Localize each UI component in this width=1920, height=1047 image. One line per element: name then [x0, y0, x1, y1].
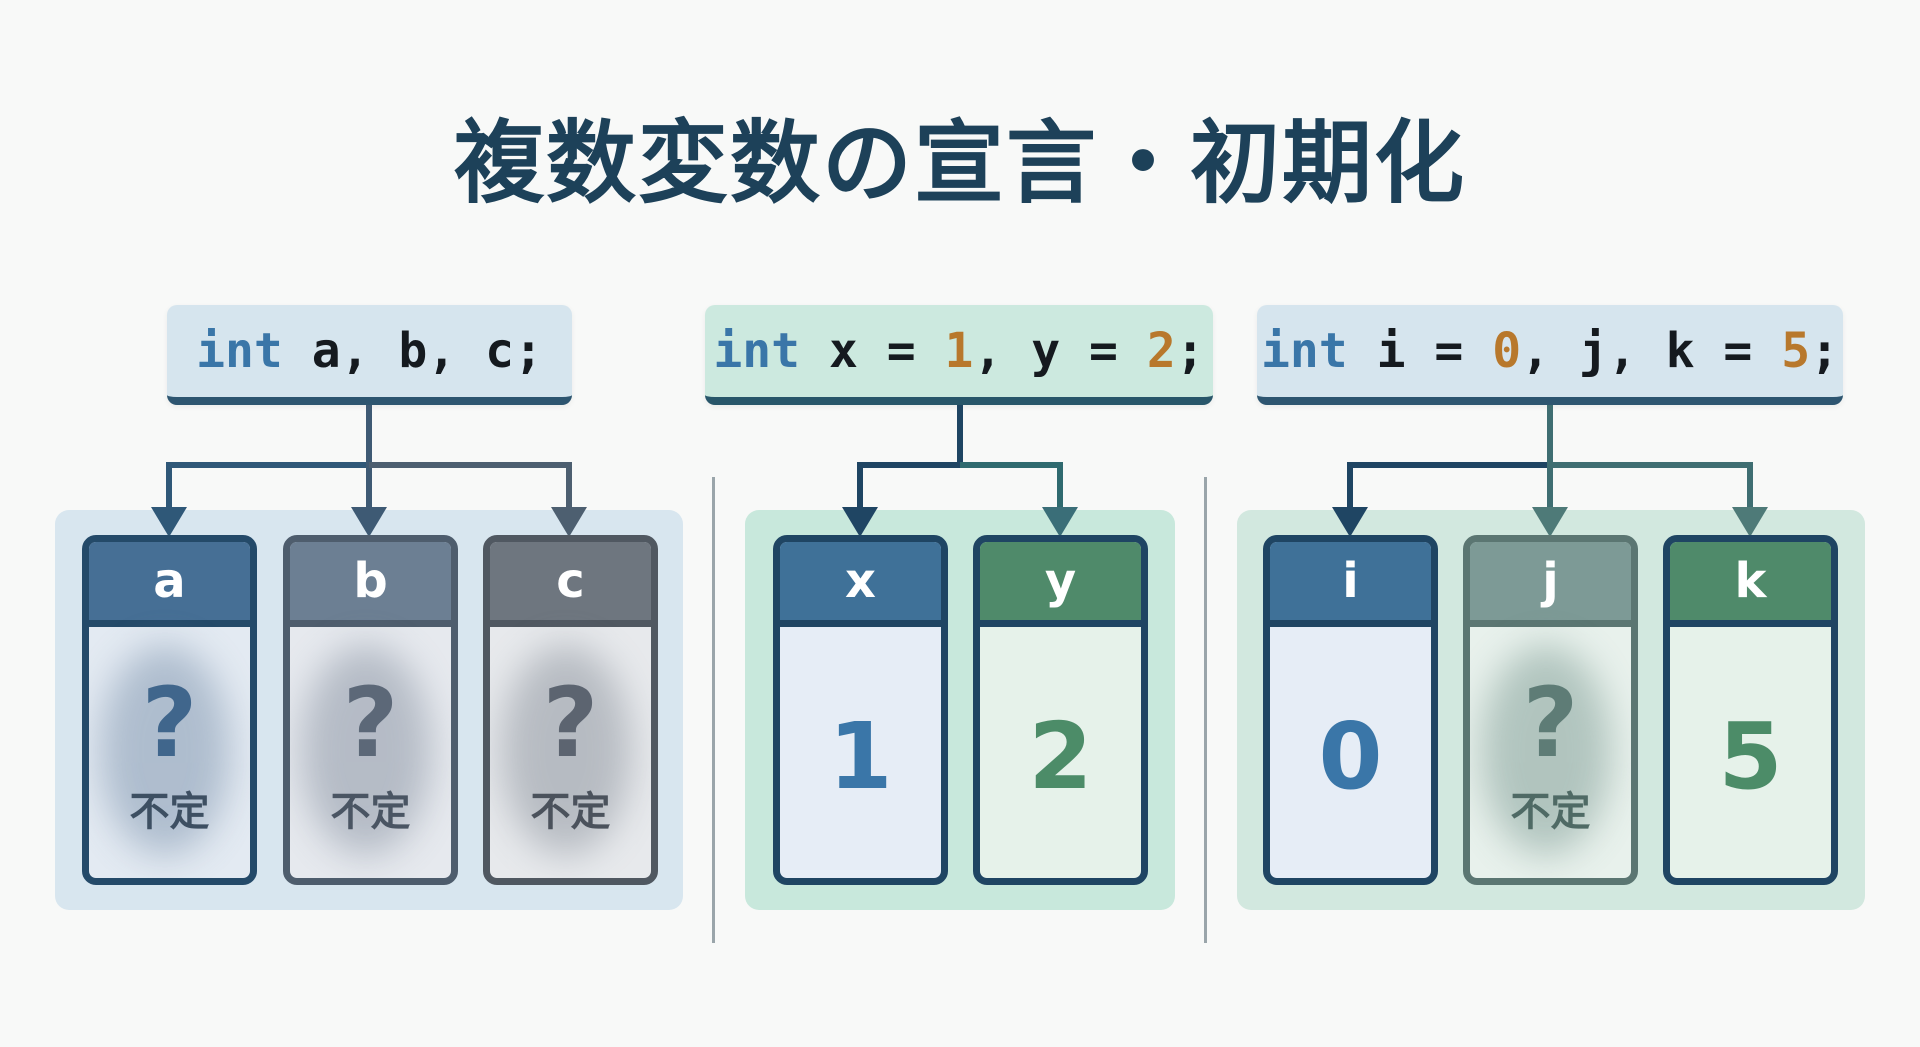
arrow-to-x [857, 405, 963, 515]
keyword-int: int [1260, 323, 1348, 379]
code-number-literal: 1 [944, 323, 974, 379]
variable-card-c: c ? 不定 [483, 535, 658, 885]
variable-value: 5 [1718, 702, 1783, 810]
unknown-label: 不定 [530, 789, 611, 835]
unknown-label: 不定 [1510, 789, 1591, 835]
arrow-group-ijk [1347, 405, 1753, 515]
arrow-group-abc [166, 405, 572, 515]
unknown-mark: ? [542, 667, 599, 779]
unknown-label: 不定 [330, 789, 411, 835]
arrow-to-y [960, 462, 1063, 515]
variable-value: 1 [828, 702, 893, 810]
variable-card-y: y 2 [973, 535, 1148, 885]
variable-name: c [490, 542, 651, 627]
variable-card-i: i 0 [1263, 535, 1438, 885]
code-number-literal: 2 [1146, 323, 1176, 379]
variable-name: j [1470, 542, 1631, 627]
code-token: , y = [973, 323, 1147, 379]
code-token: x = [800, 323, 945, 379]
arrow-to-a [166, 405, 372, 515]
variable-card-k: k 5 [1663, 535, 1838, 885]
variable-value: 2 [1028, 702, 1093, 810]
unknown-mark: ? [141, 667, 198, 779]
arrow-to-k [1550, 462, 1753, 515]
code-number-literal: 5 [1781, 323, 1811, 379]
variable-card-j: j ? 不定 [1463, 535, 1638, 885]
divider [712, 477, 715, 943]
arrow-to-c [369, 462, 572, 515]
code-box-ijk: int i = 0, j, k = 5; [1257, 305, 1843, 405]
variable-name: b [290, 542, 451, 627]
variable-name: y [980, 542, 1141, 627]
code-box-abc: int a, b, c; [167, 305, 572, 405]
keyword-int: int [713, 323, 801, 379]
variable-name: x [780, 542, 941, 627]
variable-value: 0 [1318, 702, 1383, 810]
variable-card-a: a ? 不定 [82, 535, 257, 885]
code-token: i = [1347, 323, 1493, 379]
variable-card-x: x 1 [773, 535, 948, 885]
variable-name: a [89, 542, 250, 627]
unknown-mark: ? [342, 667, 399, 779]
variable-name: k [1670, 542, 1831, 627]
page-title: 複数変数の宣言・初期化 [454, 111, 1466, 216]
unknown-label: 不定 [129, 789, 210, 835]
code-token: , j, k = [1521, 323, 1782, 379]
variable-card-b: b ? 不定 [283, 535, 458, 885]
code-box-xy: int x = 1, y = 2; [705, 305, 1213, 405]
code-number-literal: 0 [1492, 323, 1522, 379]
code-token: ; [1810, 323, 1839, 379]
keyword-int: int [196, 323, 283, 379]
unknown-mark: ? [1522, 667, 1579, 779]
variable-name: i [1270, 542, 1431, 627]
divider [1204, 477, 1207, 943]
code-text: a, b, c; [282, 323, 543, 379]
arrow-group-xy [857, 405, 1063, 515]
code-token: ; [1175, 323, 1205, 379]
arrow-to-i [1347, 405, 1553, 515]
